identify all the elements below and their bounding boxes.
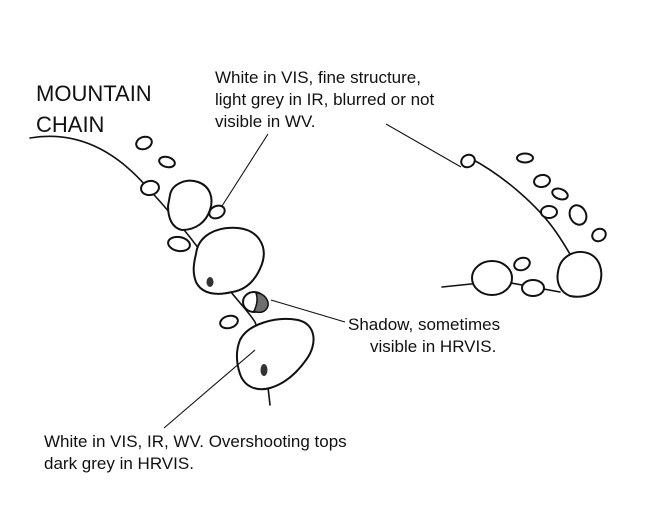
pointer-shadow <box>270 299 346 323</box>
shadowed-cloud <box>242 291 269 314</box>
small-cloud <box>140 179 160 197</box>
small-cloud <box>516 152 534 164</box>
annotation-shadow: Shadow, sometimes visible in HRVIS. <box>348 315 500 356</box>
right-cloud-cell-large <box>556 251 603 298</box>
annotation-overshooting-line-2: dark grey in HRVIS. <box>44 454 194 473</box>
mountain-chain-title: MOUNTAIN CHAIN <box>36 81 152 137</box>
small-cloud <box>219 314 239 330</box>
small-cloud <box>551 187 569 201</box>
overshooting-top-upper <box>206 277 214 287</box>
annotation-overshooting-line-1: White in VIS, IR, WV. Overshooting tops <box>44 432 347 451</box>
small-cloud <box>513 256 531 272</box>
pointer-overshooting <box>163 349 256 429</box>
annotation-shadow-line-2: visible in HRVIS. <box>370 337 496 356</box>
annotation-shadow-line-1: Shadow, sometimes <box>348 315 500 334</box>
right-small-clouds <box>460 152 607 297</box>
right-cloud-cell-medium <box>471 260 513 296</box>
cloud-cell-lower <box>236 318 315 391</box>
small-cloud <box>167 235 191 253</box>
small-cloud <box>568 204 588 226</box>
small-cloud <box>158 155 176 169</box>
cloud-cell-middle <box>192 226 265 295</box>
annotation-overshooting: White in VIS, IR, WV. Overshooting tops … <box>44 432 347 473</box>
overshooting-top-lower <box>260 364 268 376</box>
pointer-fine-structure-left <box>221 133 269 207</box>
cloud-cell-upper <box>167 179 213 231</box>
annotation-fine-structure-line-1: White in VIS, fine structure, <box>215 68 421 87</box>
small-cloud <box>521 279 545 297</box>
small-cloud <box>460 153 476 169</box>
cloud-shadow <box>252 292 269 314</box>
annotation-fine-structure-line-3: visible in WV. <box>215 112 315 131</box>
mountain-chain-title-line-1: MOUNTAIN <box>36 81 152 106</box>
small-cloud <box>533 173 551 189</box>
small-cloud <box>591 227 607 243</box>
small-cloud <box>135 135 153 151</box>
small-cloud <box>540 205 558 219</box>
annotation-fine-structure-line-2: light grey in IR, blurred or not <box>215 90 434 109</box>
pointer-fine-structure-right <box>385 123 462 168</box>
small-cloud <box>208 204 226 220</box>
left-small-clouds <box>135 135 239 330</box>
mountain-chain-title-line-2: CHAIN <box>36 112 104 137</box>
annotation-fine-structure: White in VIS, fine structure, light grey… <box>215 68 434 131</box>
